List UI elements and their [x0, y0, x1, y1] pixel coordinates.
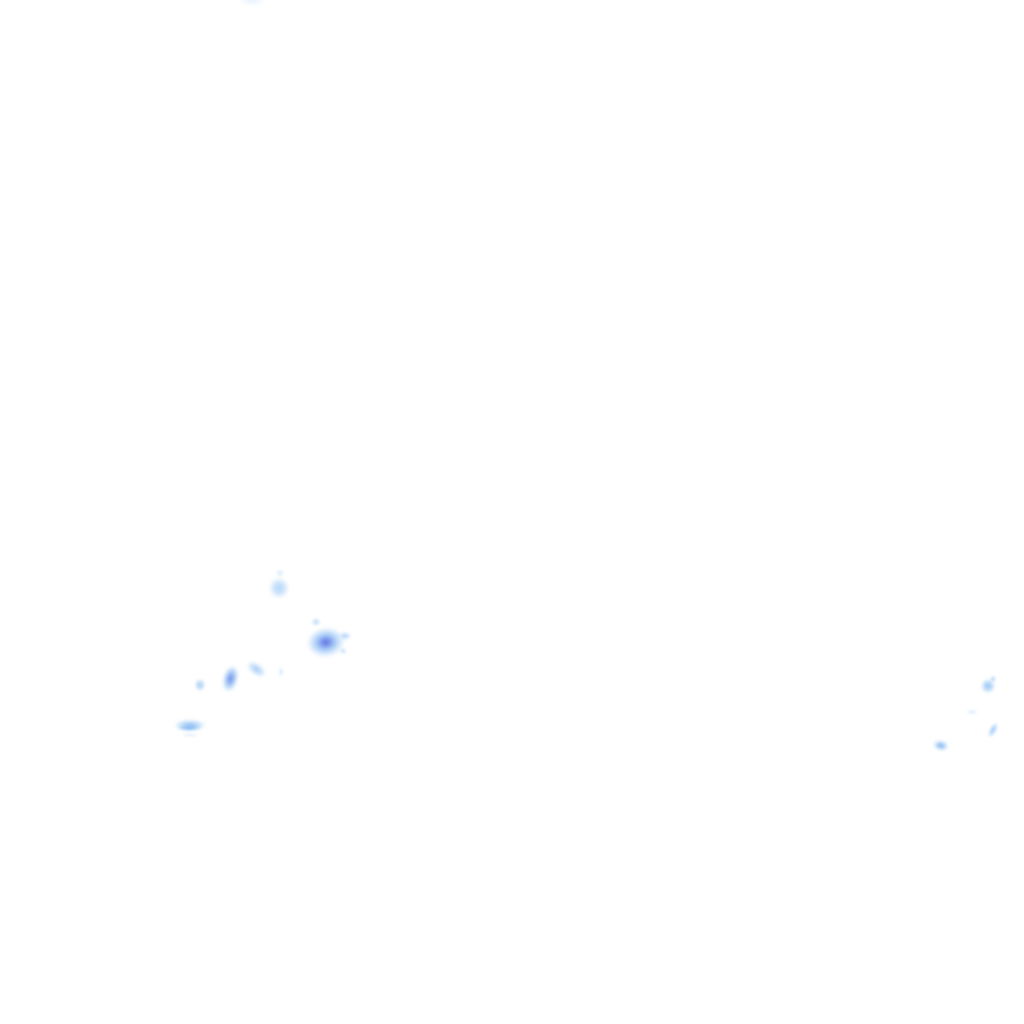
echo-mound-bright-edge — [176, 725, 202, 731]
echo-check-dot — [989, 675, 997, 683]
echo-mound-smear — [180, 732, 200, 738]
echo-thin-dash — [278, 666, 284, 678]
echo-faint-dash — [965, 709, 979, 715]
echo-bean-cell — [216, 663, 242, 699]
echo-speck — [275, 568, 285, 578]
echo-check-mark — [978, 676, 998, 696]
echo-comma-streak — [244, 656, 272, 682]
echo-diagonal-streak — [985, 720, 1001, 740]
echo-side-nub — [338, 631, 352, 641]
echo-top-edge-smudge — [238, 0, 266, 5]
echo-tiny-nub — [339, 647, 347, 655]
echo-main-cell — [304, 624, 350, 666]
echo-small-blob — [269, 577, 289, 599]
echo-right-bean — [931, 739, 955, 755]
echo-small-dot — [194, 678, 206, 692]
echo-dot — [311, 617, 321, 627]
echo-mound — [174, 713, 206, 731]
